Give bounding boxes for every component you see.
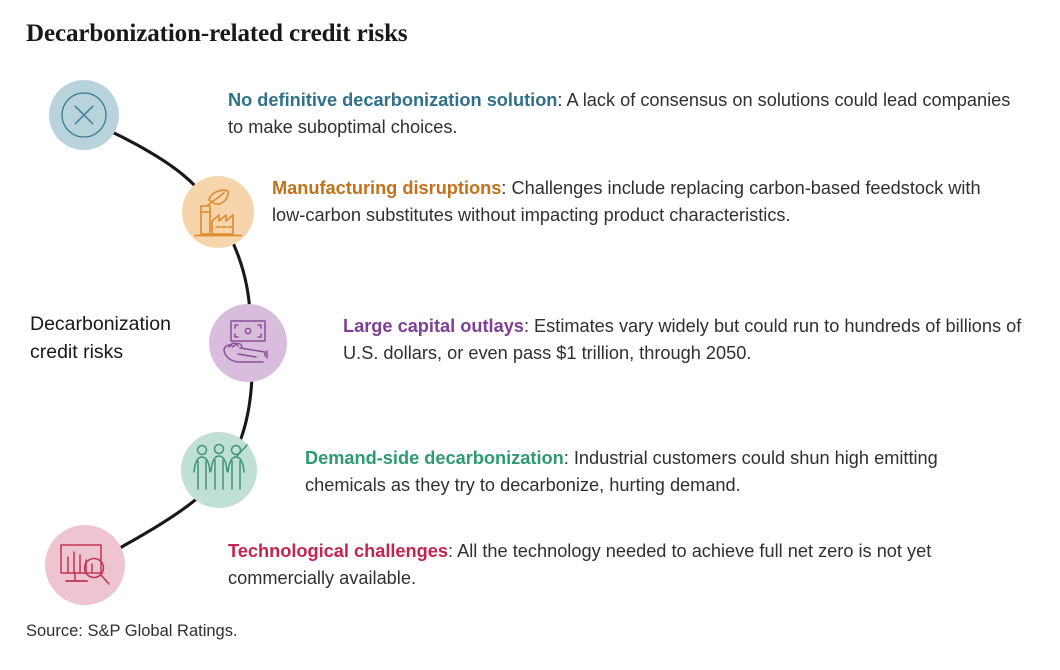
x-circle-icon (59, 90, 109, 140)
item-heading: Manufacturing disruptions (272, 178, 502, 198)
node-circle-no-definitive-decarbonization-solution[interactable] (49, 80, 119, 150)
monitor-chart-search-icon (53, 533, 117, 597)
page-title: Decarbonization-related credit risks (26, 20, 408, 47)
item-body: : All the technology needed to achieve f… (228, 541, 932, 588)
item-text-large-capital-outlays: Large capital outlays: Estimates vary wi… (343, 313, 1033, 366)
item-heading: No definitive decarbonization solution (228, 90, 558, 110)
item-body: : A lack of consensus on solutions could… (228, 90, 1011, 137)
node-circle-manufacturing-disruptions[interactable] (182, 176, 254, 248)
item-heading: Large capital outlays (343, 316, 524, 336)
hand-money-icon (216, 311, 280, 375)
node-circle-demand-side-decarbonization[interactable] (181, 432, 257, 508)
item-body: : Industrial customers could shun high e… (305, 448, 938, 495)
item-body: : Challenges include replacing carbon-ba… (272, 178, 981, 225)
node-circle-technological-challenges[interactable] (45, 525, 125, 605)
factory-leaf-icon (187, 181, 249, 243)
source-note: Source: S&P Global Ratings. (26, 622, 238, 640)
item-heading: Technological challenges (228, 541, 448, 561)
item-heading: Demand-side decarbonization (305, 448, 564, 468)
item-body: : Estimates vary widely but could run to… (343, 316, 1022, 363)
node-circle-large-capital-outlays[interactable] (209, 304, 287, 382)
item-text-no-definitive-decarbonization-solution: No definitive decarbonization solution: … (228, 87, 1013, 140)
item-text-technological-challenges: Technological challenges: All the techno… (228, 538, 1013, 591)
center-label: Decarbonization credit risks (30, 313, 171, 363)
people-group-icon (186, 437, 252, 503)
item-text-demand-side-decarbonization: Demand-side decarbonization: Industrial … (305, 445, 1005, 498)
item-text-manufacturing-disruptions: Manufacturing disruptions: Challenges in… (272, 175, 1017, 228)
